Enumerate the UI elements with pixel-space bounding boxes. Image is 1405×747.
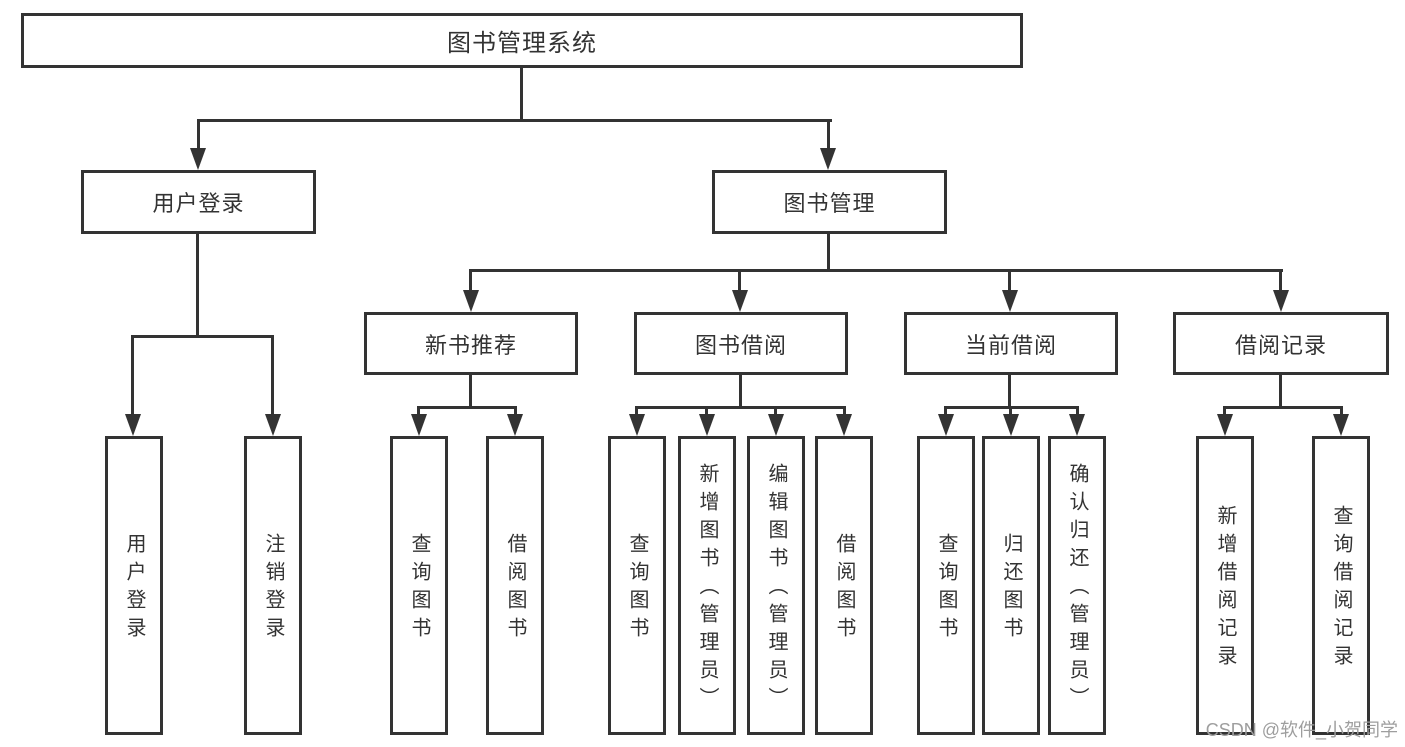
arrow-record [1273,290,1289,312]
arrow-borrow [732,290,748,312]
connector-g2-vline [469,375,472,409]
leaf-edit-books-admin: 编辑图书（管理员） [747,436,805,735]
node-borrowing-records: 借阅记录 [1173,312,1389,375]
leaf-return-books: 归还图书 [982,436,1040,735]
arrow-g3-leaf-3 [768,414,784,436]
arrow-g4-leaf-2 [1003,414,1019,436]
arrow-g5-leaf-1 [1217,414,1233,436]
connector-book-mgmt-stub [827,119,830,151]
leaf-query-books-current: 查询图书 [917,436,975,735]
leaf-borrow-books-recommend: 借阅图书 [486,436,544,735]
arrow-g2-leaf-2 [507,414,523,436]
connector-login-stub-1 [131,335,134,416]
arrow-g4-leaf-1 [938,414,954,436]
arrow-user-login [190,148,206,170]
connector-record-stub [1279,269,1282,294]
connector-g3-stub-3 [774,406,777,416]
arrow-g3-leaf-4 [836,414,852,436]
leaf-user-login: 用户登录 [105,436,163,735]
connector-borrow-stub [738,269,741,294]
connector-mgmt-vline [827,234,830,272]
arrow-newbook [463,290,479,312]
connector-g2-hline [417,406,517,409]
connector-g4-vline [1008,375,1011,409]
connector-login-vline [196,234,199,338]
node-book-management: 图书管理 [712,170,947,234]
connector-g5-vline [1279,375,1282,409]
node-new-book-recommend: 新书推荐 [364,312,578,375]
leaf-confirm-return-admin: 确认归还（管理员） [1048,436,1106,735]
leaf-add-books-admin: 新增图书（管理员） [678,436,736,735]
arrow-login-leaf-2 [265,414,281,436]
connector-g5-stub-1 [1223,406,1226,416]
csdn-watermark: CSDN @软件_小贺同学 [1205,720,1398,740]
connector-g4-stub-1 [944,406,947,416]
connector-g3-stub-1 [635,406,638,416]
leaf-add-borrow-record: 新增借阅记录 [1196,436,1254,735]
connector-g3-vline [739,375,742,409]
connector-g5-stub-2 [1340,406,1343,416]
connector-g3-hline [635,406,846,409]
connector-root-vline [520,68,523,121]
node-book-borrowing: 图书借阅 [634,312,848,375]
connector-g5-hline [1223,406,1343,409]
leaf-logout: 注销登录 [244,436,302,735]
connector-user-login-stub [197,119,200,151]
connector-g2-stub-2 [514,406,517,416]
leaf-borrow-books: 借阅图书 [815,436,873,735]
connector-g3-stub-4 [843,406,846,416]
arrow-g3-leaf-2 [699,414,715,436]
connector-login-hline [131,335,274,338]
node-user-login: 用户登录 [81,170,316,234]
connector-g4-stub-3 [1076,406,1079,416]
connector-newbook-stub [469,269,472,294]
arrow-g4-leaf-3 [1069,414,1085,436]
connector-mgmt-hline [469,269,1283,272]
leaf-query-books-borrowing: 查询图书 [608,436,666,735]
connector-login-stub-2 [271,335,274,416]
leaf-query-books-recommend: 查询图书 [390,436,448,735]
connector-root-hline [197,119,832,122]
node-current-borrowing: 当前借阅 [904,312,1118,375]
connector-current-stub [1008,269,1011,294]
leaf-query-borrow-record: 查询借阅记录 [1312,436,1370,735]
arrow-g2-leaf-1 [411,414,427,436]
connector-g3-stub-2 [705,406,708,416]
arrow-g3-leaf-1 [629,414,645,436]
node-root-library-system: 图书管理系统 [21,13,1023,68]
arrow-login-leaf-1 [125,414,141,436]
arrow-current [1002,290,1018,312]
arrow-g5-leaf-2 [1333,414,1349,436]
arrow-book-mgmt [820,148,836,170]
connector-g4-stub-2 [1009,406,1012,416]
connector-g2-stub-1 [417,406,420,416]
